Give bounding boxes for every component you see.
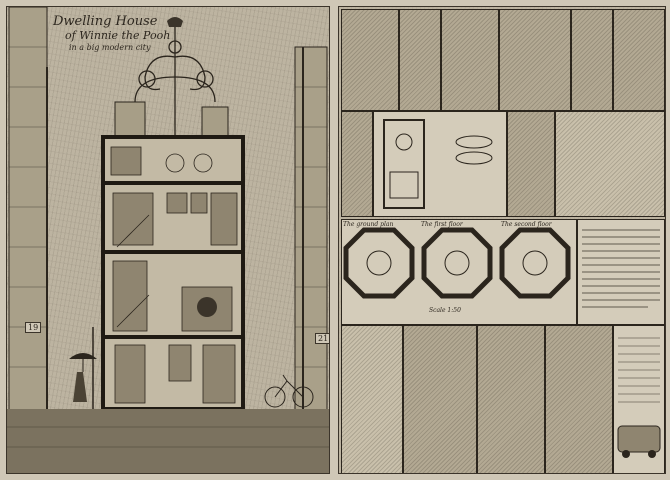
- rooftop-tree: [134, 27, 216, 137]
- roof-shed: [201, 106, 229, 138]
- title-line3: in a big modern city: [69, 43, 151, 52]
- title-line2: of Winnie the Pooh: [65, 29, 171, 42]
- section-two: [477, 325, 545, 473]
- vignette-hut: [399, 9, 441, 111]
- section-facade: [341, 325, 403, 473]
- house-number-left: 19: [25, 322, 42, 333]
- pedestrian: [73, 372, 87, 402]
- floor-slabs: [103, 181, 243, 339]
- plan-tower-section: [373, 111, 507, 217]
- bus-text-panel: [613, 325, 665, 473]
- staircase: [116, 214, 150, 328]
- section-one: [403, 325, 477, 473]
- right-panel-vignettes: The ground plan The first floor The seco…: [338, 6, 666, 474]
- left-panel-house-cutaway: Dwelling House of Winnie the Pooh in a b…: [6, 6, 330, 474]
- bus: [617, 425, 661, 453]
- bicycle: [264, 374, 314, 408]
- vignette-street-map: [555, 111, 665, 217]
- vignette-book: [507, 111, 555, 217]
- house-number-right: 21: [315, 333, 329, 344]
- title-line1: Dwelling House: [53, 14, 158, 29]
- vignette-map: [613, 9, 665, 111]
- umbrella: [69, 353, 97, 359]
- vignette-tree: [341, 9, 399, 111]
- bird-on-top: [167, 17, 183, 27]
- section-three: [545, 325, 613, 473]
- vignette-rain: [571, 9, 613, 111]
- room-details: [110, 146, 238, 404]
- label-ground-plan: The ground plan: [343, 221, 394, 228]
- brick-pattern: [9, 46, 327, 368]
- floor-plans: [341, 219, 577, 325]
- vignette-house: [441, 9, 499, 111]
- left-neighbor-building: [8, 7, 48, 418]
- house-drawing: [7, 7, 329, 473]
- pavement: [7, 409, 329, 473]
- roof-tank: [114, 101, 146, 138]
- label-second-floor: The second floor: [501, 221, 552, 228]
- text-panel: [577, 219, 665, 325]
- pooh-figure: [197, 297, 217, 317]
- label-first-floor: The first floor: [421, 221, 463, 228]
- vignette-tower: [341, 111, 373, 217]
- right-neighbor-building: [294, 46, 328, 418]
- vignette-city: [499, 9, 571, 111]
- label-scale: Scale 1:50: [429, 307, 461, 314]
